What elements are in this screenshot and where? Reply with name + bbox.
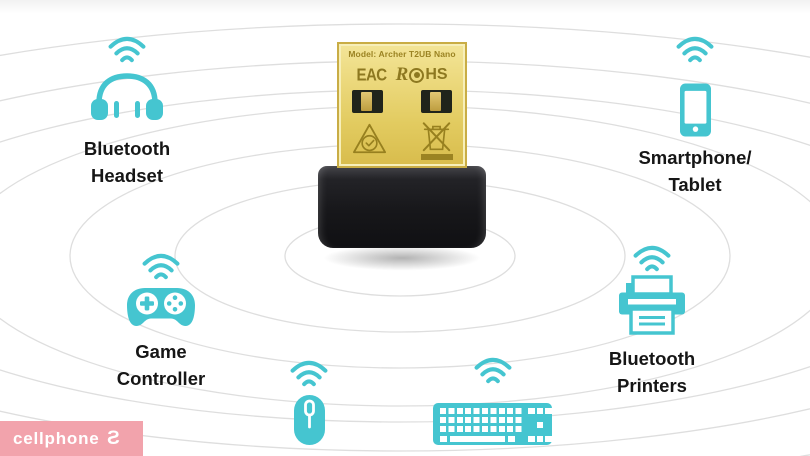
watermark-brand: cellphone [13, 428, 100, 448]
smartphone-icon [679, 83, 711, 137]
keyboard-keys [440, 408, 522, 432]
rcm-mark-icon [353, 123, 387, 154]
spacebar-key [450, 436, 505, 442]
gamepad-icon [127, 288, 195, 326]
watermark-s-mark: S [106, 427, 120, 449]
peripheral-bluetooth-headset: Bluetooth Headset [52, 36, 202, 189]
keyboard-icon [433, 403, 552, 445]
headset-icon [91, 73, 163, 120]
usb-contact-slot [352, 90, 383, 113]
weee-mark [420, 122, 453, 160]
wireless-signal-icon [676, 36, 714, 63]
peripheral-game-controller: Game Controller [86, 253, 236, 392]
wireless-signal-icon [108, 36, 146, 63]
rohs-logo: R HS [395, 64, 448, 85]
cert-logos: EAC R HS [339, 62, 465, 88]
weee-bin-icon [422, 122, 451, 152]
cellphones-watermark: cellphone S [0, 421, 143, 456]
peripheral-keyboard [433, 357, 552, 445]
printer-icon [619, 275, 685, 335]
peripheral-bluetooth-printers: Bluetooth Printers [577, 245, 727, 399]
eac-logo: EAC [356, 65, 387, 85]
adapter-black-body [318, 166, 486, 248]
model-label: Model: Archer T2UB Nano [348, 49, 456, 59]
rohs-circle-icon [409, 67, 425, 83]
wireless-signal-icon [290, 360, 328, 387]
peripheral-mouse [234, 360, 384, 445]
peripheral-smartphone-tablet: Smartphone/ Tablet [620, 36, 770, 198]
wireless-signal-icon [142, 253, 180, 280]
weee-bar [420, 154, 453, 160]
wireless-signal-icon [474, 357, 511, 384]
mouse-icon [293, 395, 325, 445]
peripheral-label: Smartphone/ Tablet [638, 147, 752, 195]
peripheral-label: Bluetooth Printers [608, 348, 696, 396]
peripheral-label: Game Controller [116, 341, 206, 389]
compliance-marks [339, 122, 465, 160]
wireless-signal-icon [633, 245, 671, 272]
usb-contact-slots [339, 90, 465, 113]
usb-contact-slot [421, 90, 452, 113]
peripheral-label: Bluetooth Headset [83, 138, 171, 186]
usb-adapter: Model: Archer T2UB Nano EAC R HS [290, 30, 514, 276]
usb-connector-gold: Model: Archer T2UB Nano EAC R HS [337, 42, 467, 168]
